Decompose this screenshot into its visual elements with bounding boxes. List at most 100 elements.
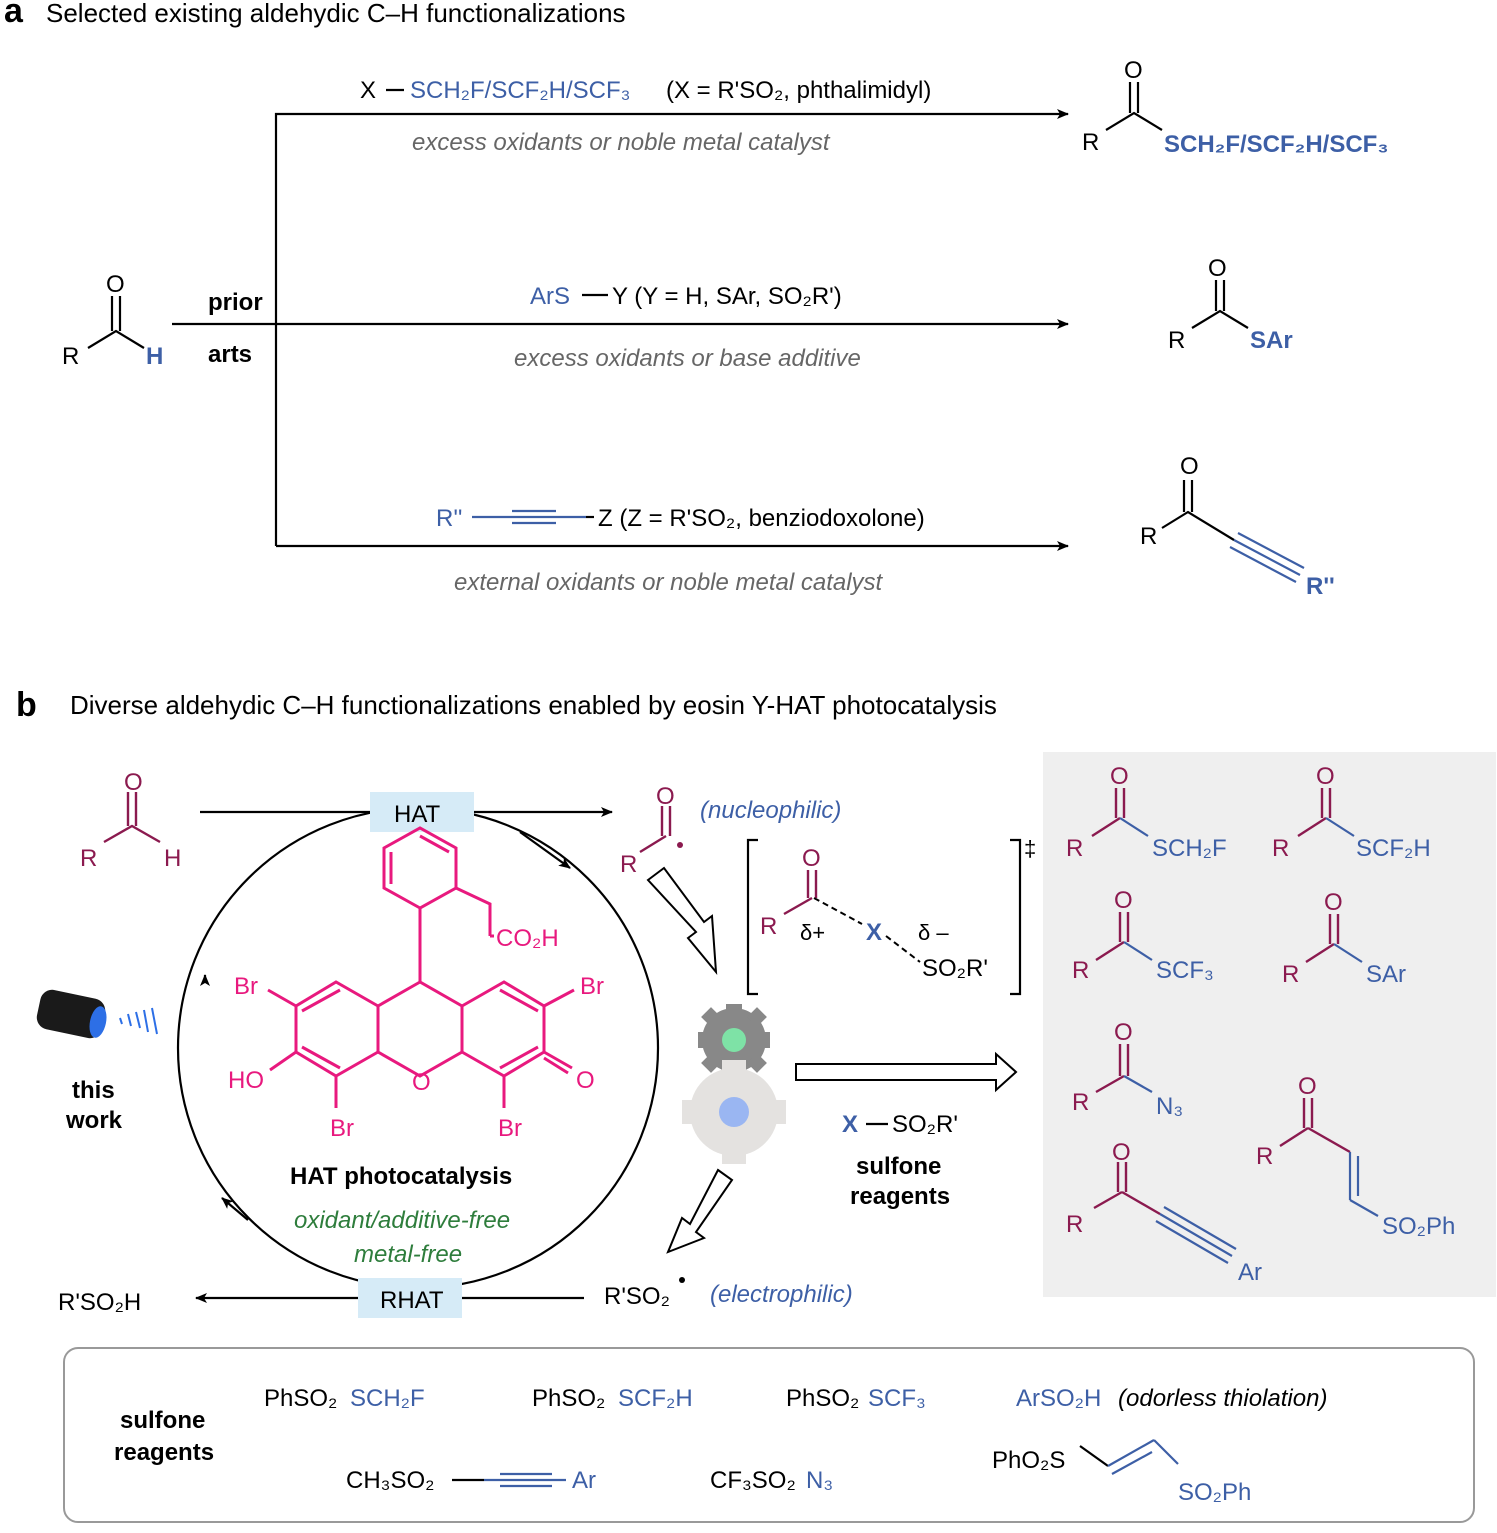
structure-label: O [656, 783, 675, 810]
structure-label: R [1066, 1211, 1083, 1238]
structure-label: SO₂R' [922, 955, 988, 982]
reagent-5-blue: Ar [572, 1467, 596, 1494]
reagent-1-black: PhSO₂ [264, 1385, 337, 1412]
sulfone-label-1: sulfone [856, 1153, 941, 1180]
structure-label: Br [498, 1115, 522, 1142]
panel-a-letter: a [4, 0, 24, 30]
structure-label: O [802, 845, 821, 872]
transition-state: ‡ O R δ+ X δ – SO₂R' [746, 836, 1036, 996]
product-b-sch2f: O R SCH₂F [1066, 763, 1227, 862]
row1-reagent-x: X [360, 77, 376, 104]
structure-label: R [1066, 835, 1083, 862]
structure-label: O [1110, 763, 1129, 790]
row2-reagent: ArS [530, 283, 570, 310]
product-a3: O R R'' [1140, 453, 1335, 600]
structure-label: R [1072, 957, 1089, 984]
hollow-arrow-out [666, 1168, 734, 1254]
reagent-box-label-1: sulfone [120, 1407, 205, 1434]
structure-label: R [1072, 1089, 1089, 1116]
structure-label: R [1272, 835, 1289, 862]
structure-label: O [1324, 889, 1343, 916]
reagent-box-label-2: reagents [114, 1439, 214, 1466]
acyl-radical: O R [620, 783, 683, 878]
structure-label: O [1112, 1139, 1131, 1166]
sulfone-label-2: reagents [850, 1183, 950, 1210]
structure-label: X [866, 919, 882, 946]
sulfonyl-radical: R'SO₂ [604, 1283, 670, 1310]
row1-condition: excess oxidants or noble metal catalyst [412, 129, 831, 156]
structure-label: SCF₃ [1156, 957, 1214, 984]
structure-label: H [146, 343, 163, 370]
structure-label: Br [580, 973, 604, 1000]
this-work-2: work [65, 1107, 123, 1134]
structure-label: R [62, 343, 79, 370]
structure-label: R [1282, 961, 1299, 988]
hat-box [370, 792, 474, 832]
row3-reagent-z: Z (Z = R'SO₂, benziodoxolone) [598, 505, 925, 532]
product-b-ynone: O R Ar [1066, 1139, 1262, 1286]
structure-label: R [1168, 327, 1185, 354]
reagent-7-blue: SO₂Ph [1178, 1479, 1251, 1506]
structure-label: SCH₂F [1152, 835, 1227, 862]
structure-label: N₃ [1156, 1093, 1183, 1120]
rhat-label: RHAT [380, 1287, 444, 1314]
structure-label: O [1114, 1019, 1133, 1046]
reagent-3-black: PhSO₂ [786, 1385, 859, 1412]
this-work-1: this [72, 1077, 115, 1104]
structure-label: SAr [1366, 961, 1406, 988]
panel-a: a Selected existing aldehydic C–H functi… [4, 0, 1388, 600]
structure-label: SO₂Ph [1382, 1213, 1455, 1240]
product-b-n3: O R N₃ [1072, 1019, 1183, 1120]
structure-label: O [106, 271, 125, 298]
aldehyde-start-b: O R H [80, 769, 181, 872]
structure-label: O [1180, 453, 1199, 480]
reagent-so2r: SO₂R' [892, 1111, 958, 1138]
product-b-sar: O R SAr [1282, 889, 1406, 988]
reagent-x: X [842, 1111, 858, 1138]
structure-label: R [1140, 523, 1157, 550]
row2-condition: excess oxidants or base additive [514, 345, 861, 372]
structure-label: δ+ [800, 920, 825, 945]
catalyst-feature-1: oxidant/additive-free [294, 1207, 510, 1234]
reagent-box: sulfone reagents PhSO₂ SCH₂F PhSO₂ SCF₂H… [63, 1347, 1475, 1523]
electrophilic-label: (electrophilic) [710, 1281, 853, 1308]
structure-label: O [1208, 255, 1227, 282]
nucleophilic-label: (nucleophilic) [700, 797, 841, 824]
panel-a-title: Selected existing aldehydic C–H function… [46, 0, 626, 28]
structure-label: O [1114, 887, 1133, 914]
row3-condition: external oxidants or noble metal catalys… [454, 569, 884, 596]
structure-label: O [1298, 1073, 1317, 1100]
rhat-box [358, 1278, 462, 1318]
structure-label: HO [228, 1067, 264, 1094]
reagent-2-blue: SCF₂H [618, 1385, 693, 1412]
structure-label: O [412, 1069, 431, 1096]
structure-label: R [80, 845, 97, 872]
row2-reagent-y: Y (Y = H, SAr, SO₂R') [612, 283, 842, 310]
catalyst-name: HAT photocatalysis [290, 1163, 512, 1190]
structure-label: R [620, 851, 637, 878]
reagent-1-blue: SCH₂F [350, 1385, 425, 1412]
structure-label: ‡ [1024, 836, 1036, 861]
structure-label: Br [234, 973, 258, 1000]
reagent-7-black: PhO₂S [992, 1447, 1065, 1474]
panel-b: b Diverse aldehydic C–H functionalizatio… [16, 686, 1496, 1318]
hat-label: HAT [394, 801, 441, 828]
structure-label: SAr [1250, 327, 1293, 354]
panel-b-title: Diverse aldehydic C–H functionalizations… [70, 690, 997, 720]
row1-reagent-note: (X = R'SO₂, phthalimidyl) [666, 77, 931, 104]
product-b-scf2h: O R SCF₂H [1272, 763, 1431, 862]
structure-label: CO₂H [496, 925, 559, 952]
structure-label: δ – [918, 920, 949, 945]
product-b-scf3: O R SCF₃ [1072, 887, 1214, 984]
reagent-4-note: (odorless thiolation) [1118, 1385, 1327, 1412]
structure-label: H [164, 845, 181, 872]
panel-b-letter: b [16, 686, 37, 724]
row3-reagent: R'' [436, 505, 463, 532]
structure-label: R [1256, 1143, 1273, 1170]
structure-label: R'' [1306, 573, 1335, 600]
gear-icon-bottom [682, 1060, 786, 1164]
aldehyde-start-a: O R H [62, 271, 163, 370]
product-a2: O R SAr [1168, 255, 1293, 354]
sulfinic-acid: R'SO₂H [58, 1289, 141, 1316]
structure-label: Br [330, 1115, 354, 1142]
